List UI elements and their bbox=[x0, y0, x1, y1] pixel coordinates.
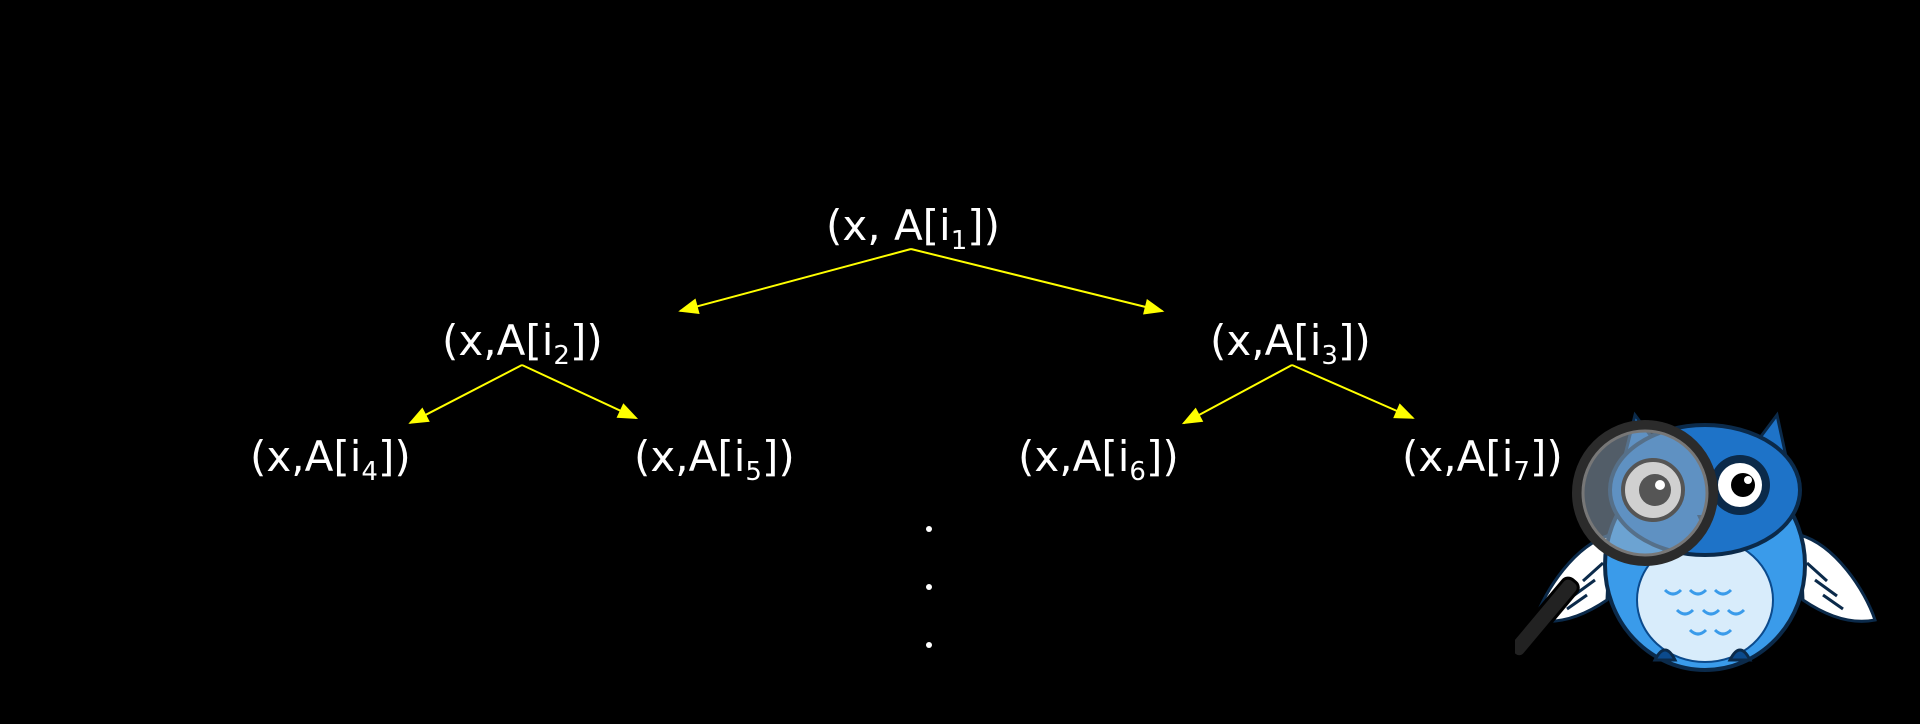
ellipsis-dot bbox=[926, 642, 932, 648]
node-label: (x,A[i bbox=[1402, 432, 1514, 481]
arrowhead-icon bbox=[404, 407, 430, 432]
node-label: (x,A[i bbox=[250, 432, 362, 481]
tree-node-2: (x,A[i2]) bbox=[442, 320, 603, 370]
node-label: (x,A[i bbox=[442, 316, 554, 365]
node-label-close: ]) bbox=[1337, 316, 1371, 365]
node-subscript: 1 bbox=[950, 226, 968, 257]
node-label-close: ]) bbox=[967, 201, 1001, 250]
edge-root-to-3 bbox=[910, 248, 1166, 320]
node-label-close: ]) bbox=[377, 432, 411, 481]
arrowhead-icon bbox=[1178, 407, 1204, 431]
tree-node-root: (x, A[i1]) bbox=[826, 205, 1000, 255]
edge-2-to-4 bbox=[404, 364, 523, 432]
edge-root-to-2 bbox=[675, 248, 912, 320]
tree-node-3: (x,A[i3]) bbox=[1210, 320, 1371, 370]
arrowhead-icon bbox=[675, 298, 700, 320]
node-label-close: ]) bbox=[1529, 432, 1563, 481]
tree-node-4: (x,A[i4]) bbox=[250, 436, 411, 486]
node-subscript: 7 bbox=[1513, 457, 1530, 488]
ellipsis-dot bbox=[926, 526, 932, 532]
node-subscript: 6 bbox=[1129, 457, 1146, 488]
node-label: (x,A[i bbox=[1210, 316, 1322, 365]
arrowhead-icon bbox=[1142, 298, 1166, 320]
edge-2-to-5 bbox=[521, 364, 642, 427]
arrowhead-icon bbox=[616, 403, 642, 427]
node-label-close: ]) bbox=[1145, 432, 1179, 481]
edge-3-to-7 bbox=[1291, 364, 1419, 427]
tree-node-7: (x,A[i7]) bbox=[1402, 436, 1563, 486]
ellipsis-dot bbox=[926, 584, 932, 590]
node-subscript: 5 bbox=[745, 457, 762, 488]
node-label-close: ]) bbox=[761, 432, 795, 481]
node-label: (x, A[i bbox=[826, 201, 951, 250]
edge-3-to-6 bbox=[1178, 364, 1293, 431]
node-subscript: 2 bbox=[553, 341, 570, 372]
node-subscript: 3 bbox=[1321, 341, 1338, 372]
node-subscript: 4 bbox=[361, 457, 378, 488]
owl-with-magnifying-glass-icon bbox=[1515, 411, 1877, 672]
node-label: (x,A[i bbox=[634, 432, 746, 481]
arrowhead-icon bbox=[1393, 403, 1419, 427]
tree-node-6: (x,A[i6]) bbox=[1018, 436, 1179, 486]
node-label: (x,A[i bbox=[1018, 432, 1130, 481]
node-label-close: ]) bbox=[569, 316, 603, 365]
tree-node-5: (x,A[i5]) bbox=[634, 436, 795, 486]
